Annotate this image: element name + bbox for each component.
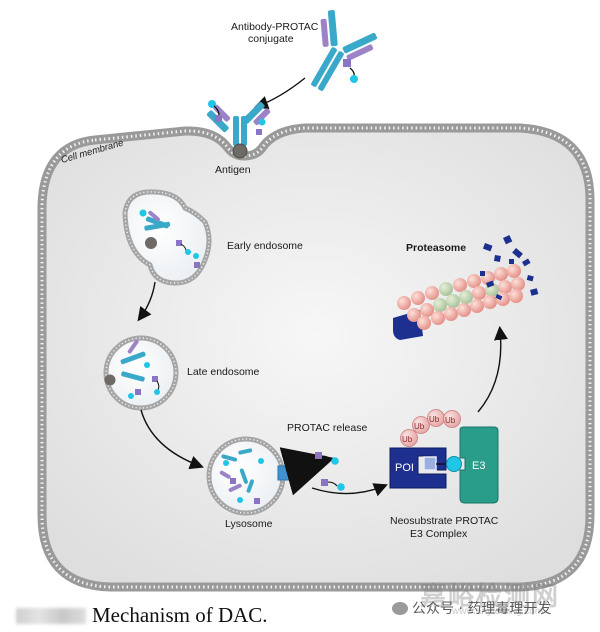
arrow-early-to-late	[137, 281, 156, 322]
free-protac-payload	[343, 59, 358, 83]
early-endosome	[122, 189, 212, 286]
poi-label: POI	[395, 462, 414, 474]
complex-label-line1: Neosubstrate PROTAC	[390, 515, 499, 527]
svg-text:Ub: Ub	[414, 422, 425, 431]
proteasome-core	[397, 264, 525, 330]
proteasome-label: Proteasome	[406, 242, 466, 254]
degraded-peptide-fragments	[480, 235, 539, 301]
blurred-source-label	[16, 608, 86, 624]
figure-caption: Mechanism of DAC.	[92, 603, 268, 627]
apc-label-line2: conjugate	[248, 33, 294, 45]
early-endosome-label: Early endosome	[227, 240, 303, 252]
complex-label-line2: E3 Complex	[410, 528, 468, 540]
wechat-account: 公众号 · 药理毒理开发	[392, 598, 551, 618]
arrow-to-complex	[311, 483, 388, 497]
release-arrow	[279, 447, 335, 496]
wechat-icon	[392, 601, 408, 615]
released-protacs	[315, 452, 345, 491]
late-endosome-label: Late endosome	[187, 366, 260, 378]
antigen-label: Antigen	[215, 164, 251, 176]
antigen-receptor	[232, 143, 248, 159]
wechat-account-label: 公众号 · 药理毒理开发	[412, 601, 552, 617]
bound-protac-payloads	[208, 100, 266, 135]
arrow-to-proteasome	[477, 325, 508, 413]
apc-label-line1: Antibody-PROTAC	[231, 21, 319, 33]
svg-text:Ub: Ub	[445, 416, 456, 425]
late-endosome	[103, 335, 179, 411]
arrow-late-to-lysosome	[140, 409, 204, 470]
protac-release-label: PROTAC release	[287, 422, 367, 434]
ubiquitin-chain: Ub Ub Ub Ub	[400, 409, 461, 447]
proteasome	[393, 235, 539, 340]
arrow-binding	[254, 77, 306, 110]
svg-text:Ub: Ub	[402, 435, 413, 444]
antibody-protac-conjugate	[311, 10, 377, 91]
svg-text:Ub: Ub	[429, 415, 440, 424]
e3-shape	[459, 426, 499, 504]
watermark-brand: 嘉峪检测网	[420, 582, 561, 612]
watermark-url: www.anytesting.com	[452, 606, 544, 617]
lysosome-label: Lysosome	[225, 518, 273, 530]
e3-label: E3	[472, 460, 485, 472]
ternary-complex: POI E3	[389, 426, 499, 504]
